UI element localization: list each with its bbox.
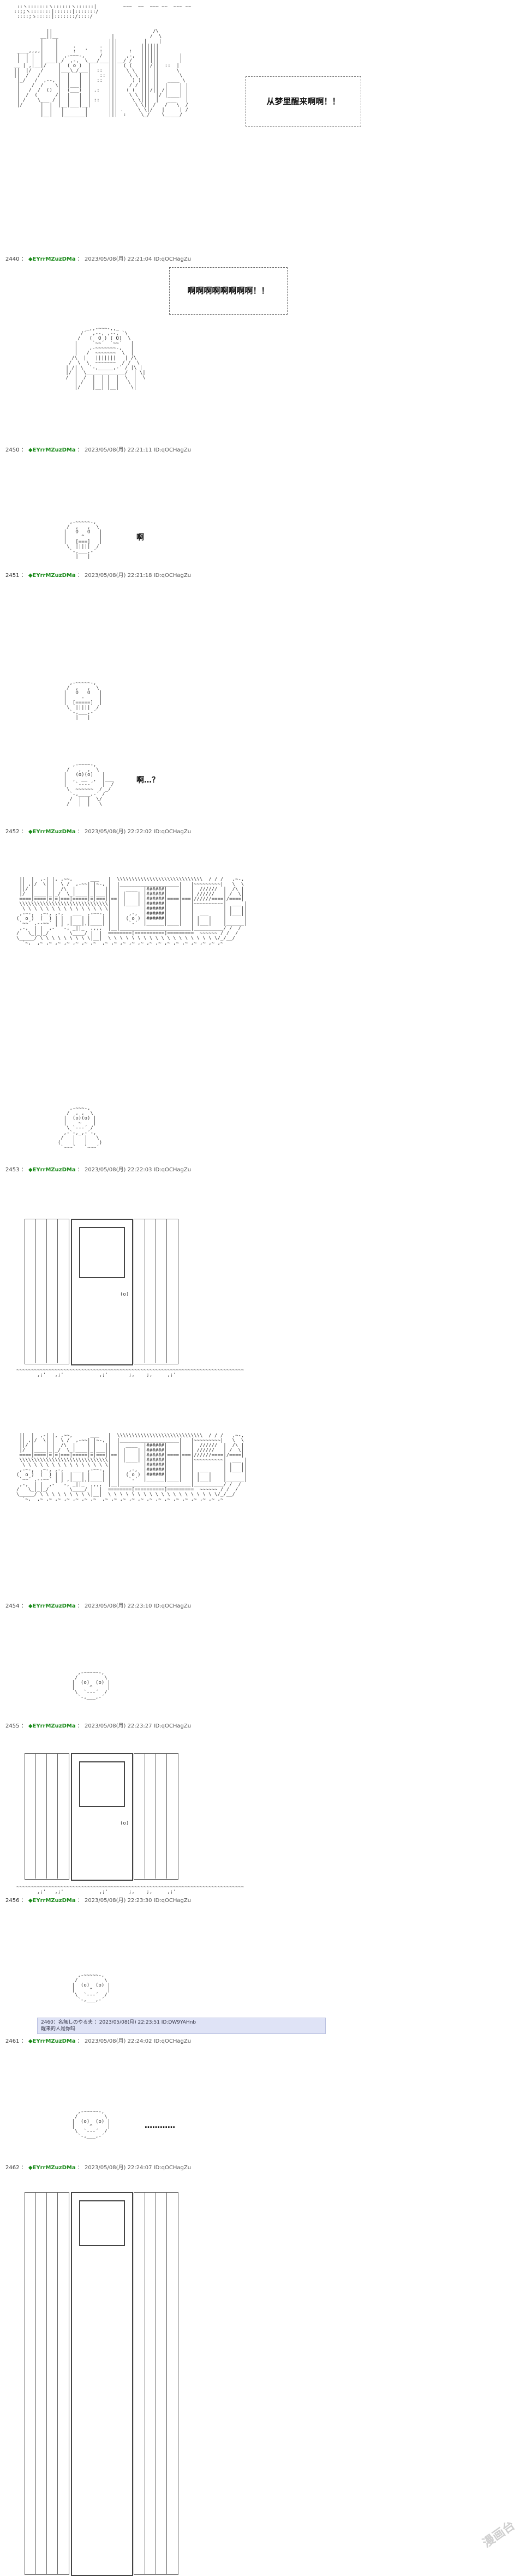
ascii-art-character-small: ,-~~~-, / , , \ | (o)(o) | | ~ | \ `---´… bbox=[57, 1106, 103, 1151]
speech-bubble-scream: 啊啊啊啊啊啊啊啊！！ bbox=[169, 267, 288, 315]
panel-room: || | ,-| |, ,~~, ___ | \\\\\\\\\\\\\\\\\… bbox=[0, 834, 532, 1052]
floor-line: ~~~~~~~~~~~~~~~~~~~~~~~~~~~~~~~~~~~~~~~~… bbox=[16, 1368, 244, 1378]
grid-line bbox=[35, 1219, 36, 1363]
door-knob: (o) bbox=[120, 1821, 129, 1826]
post-header-2450: 2450 ： ◆EYrrMZuzDMa ： 2023/05/08(月) 22:2… bbox=[5, 447, 192, 453]
wall-grid-left bbox=[25, 2192, 69, 2575]
ascii-art-face-sweat: ,-~~~~~-, / , , \ | O O | | - | | [=====… bbox=[63, 681, 103, 720]
ascii-art-screaming-character: _,,-~~~-,,_ /´ ,--, ,--, `\ / ( O ) ( O)… bbox=[65, 326, 146, 390]
panel-door-3 bbox=[0, 2170, 532, 2576]
panel-ah: ,-~~~~~-, / , , \ | O O | | ^ | | [===] … bbox=[0, 453, 532, 573]
ascii-art-face-ah: ,-~~~~~-, / , , \ | O O | | ^ | | [===] … bbox=[63, 520, 103, 559]
wall-grid-left bbox=[25, 1219, 69, 1364]
door-knob: (o) bbox=[120, 1292, 129, 1297]
grid-line bbox=[35, 2192, 36, 2574]
grid-line bbox=[166, 2192, 167, 2574]
wall-grid-right bbox=[134, 2192, 178, 2575]
grid-line bbox=[57, 1753, 58, 1879]
post-header-2452: 2452 ： ◆EYrrMZuzDMa ： 2023/05/08(月) 22:2… bbox=[5, 829, 192, 835]
panel-door-2: (o) ~~~~~~~~~~~~~~~~~~~~~~~~~~~~~~~~~~~~… bbox=[0, 1729, 532, 1898]
speech-bubble-wakeup: 从梦里醒来啊啊！！ bbox=[246, 76, 361, 127]
ascii-art-character-thinking: ,-~~~~-, / , , \ | (o)(o) | | , __ , |__… bbox=[63, 762, 114, 807]
panel-character-small: ,-~~~-, / , , \ | (o)(o) | | ~ | \ `---´… bbox=[0, 1069, 532, 1167]
ascii-art-room: || | ,-| |, ,~~, ___ | \\\\\\\\\\\\\\\\\… bbox=[16, 877, 247, 946]
panel-ah-question: ,-~~~~~-, / , , \ | O O | | - | | [=====… bbox=[0, 578, 532, 829]
grid-line bbox=[166, 1219, 167, 1363]
grid-line bbox=[166, 1753, 167, 1879]
ascii-art-face-plain: ,-~~~~~-, / \ | (o) (o) | | ^ | \ `---´ … bbox=[71, 1670, 111, 1700]
text-scream: 啊啊啊啊啊啊啊啊！！ bbox=[187, 286, 270, 296]
post-header-2461: 2461 ： ◆EYrrMZuzDMa ： 2023/05/08(月) 22:2… bbox=[5, 2038, 192, 2044]
door bbox=[71, 2192, 133, 2576]
panel-room-2: || | ,-| |, ,~~, ___ | \\\\\\\\\\\\\\\\\… bbox=[0, 1396, 532, 1603]
quoted-reply-text: 醒来的人是你吗 bbox=[41, 2026, 76, 2032]
panel-scream: _,,-~~~-,,_ /´ ,--, ,--, `\ / ( O ) ( O)… bbox=[0, 262, 532, 447]
quoted-reply-header: 2460：名無しのやる夫 ：2023/05/08(月) 22:23:51 ID:… bbox=[41, 2020, 196, 2025]
panel-door-1: (o) ~~~~~~~~~~~~~~~~~~~~~~~~~~~~~~~~~~~~… bbox=[0, 1172, 532, 1378]
grid-line bbox=[46, 1219, 47, 1363]
grid-line bbox=[57, 1219, 58, 1363]
door-window bbox=[79, 1227, 125, 1278]
text-ah-question: 啊…？ bbox=[136, 776, 159, 785]
post-header-2453: 2453 ： ◆EYrrMZuzDMa ： 2023/05/08(月) 22:2… bbox=[5, 1167, 192, 1173]
panel-face-1: ,-~~~~~-, / \ | (o) (o) | | ^ | \ `---´ … bbox=[0, 1609, 532, 1723]
panel-face-2: ,-~~~~~-, / \ | (o) (o) | | ^ | \ `---´ … bbox=[0, 1903, 532, 2012]
door-window bbox=[79, 2200, 125, 2246]
ascii-art-face-plain-2: ,-~~~~~-, / \ | (o) (o) | | ^ | \ `---´ … bbox=[71, 1973, 111, 2003]
grid-line bbox=[35, 1753, 36, 1879]
post-header-2451: 2451 ： ◆EYrrMZuzDMa ： 2023/05/08(月) 22:2… bbox=[5, 573, 192, 579]
wall-grid-left bbox=[25, 1753, 69, 1880]
post-header-2455: 2455 ： ◆EYrrMZuzDMa ： 2023/05/08(月) 22:2… bbox=[5, 1723, 192, 1729]
quoted-reply: 2460：名無しのやる夫 ：2023/05/08(月) 22:23:51 ID:… bbox=[37, 2018, 326, 2034]
grid-line bbox=[57, 2192, 58, 2574]
door-window bbox=[79, 1761, 125, 1807]
grid-line bbox=[46, 1753, 47, 1879]
post-header-2440: 2440 ： ◆EYrrMZuzDMa ： 2023/05/08(月) 22:2… bbox=[5, 256, 192, 262]
ascii-art-face-ellipsis: ,-~~~~~-, / \ | (o) (o) | | ^ | \ `---´ … bbox=[71, 2109, 111, 2139]
floor-line: ~~~~~~~~~~~~~~~~~~~~~~~~~~~~~~~~~~~~~~~~… bbox=[16, 1885, 244, 1895]
post-header-2462: 2462 ： ◆EYrrMZuzDMa ： 2023/05/08(月) 22:2… bbox=[5, 2165, 192, 2171]
wall-grid-right bbox=[134, 1219, 178, 1364]
text-wakeup: 从梦里醒来啊啊！！ bbox=[266, 97, 340, 106]
text-ellipsis: ………… bbox=[145, 2121, 175, 2130]
panel-wakeup: ::ヽ:::::::ヽ::::::ヽ::::::| ~~~ ~~ ~~~ ~~ … bbox=[0, 0, 532, 256]
ascii-art-room-2: || | ,-| |, ,~~, ___ | \\\\\\\\\\\\\\\\\… bbox=[16, 1433, 247, 1502]
post-header-2454: 2454 ： ◆EYrrMZuzDMa ： 2023/05/08(月) 22:2… bbox=[5, 1603, 192, 1609]
post-header-2456: 2456 ： ◆EYrrMZuzDMa ： 2023/05/08(月) 22:2… bbox=[5, 1898, 192, 1904]
wall-grid-right bbox=[134, 1753, 178, 1880]
panel-ellipsis: ,-~~~~~-, / \ | (o) (o) | | ^ | \ `---´ … bbox=[0, 2045, 532, 2165]
ascii-art-bedroom: ::ヽ:::::::ヽ::::::ヽ::::::| ~~~ ~~ ~~~ ~~ … bbox=[14, 4, 192, 118]
text-ah: 啊 bbox=[136, 533, 144, 542]
grid-line bbox=[46, 2192, 47, 2574]
